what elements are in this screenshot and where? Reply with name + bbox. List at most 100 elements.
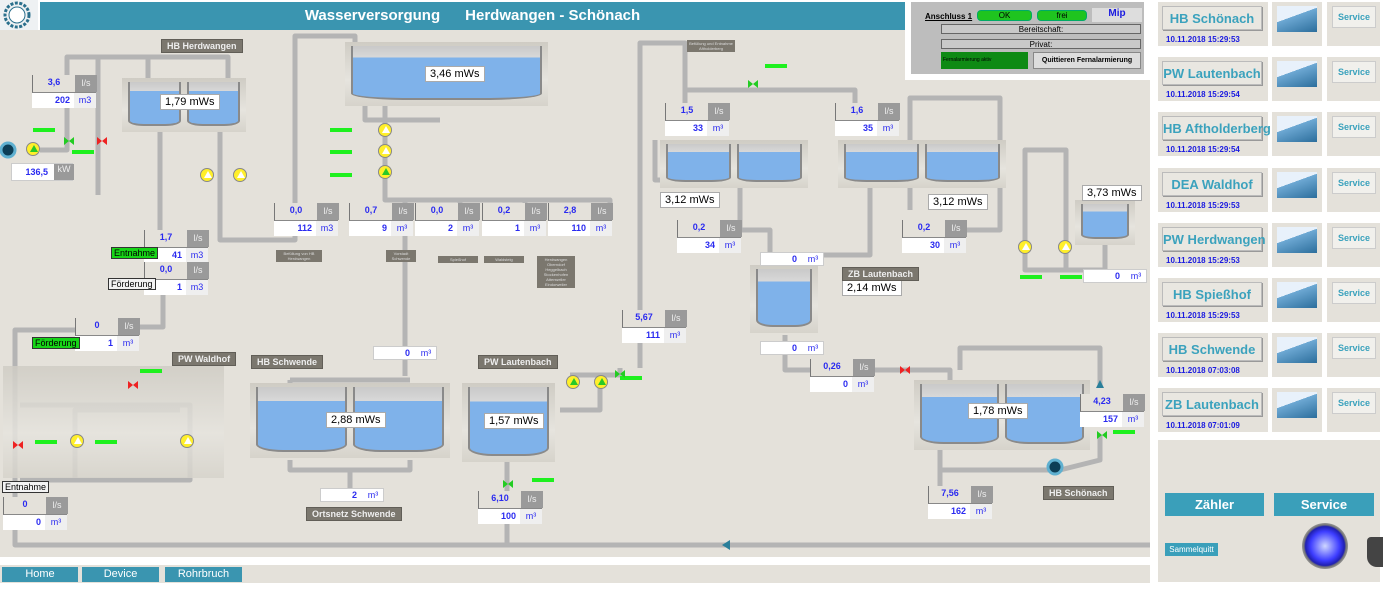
station-timestamp: 10.11.2018 15:29:54 bbox=[1166, 145, 1240, 155]
flow-rate-unit: l/s bbox=[118, 318, 140, 335]
station-cell: HB Schwende 10.11.2018 07:03:08 bbox=[1158, 333, 1268, 378]
flow-rate-value: 0,2 bbox=[917, 222, 931, 232]
trend-cell bbox=[1272, 278, 1322, 322]
pump-icon bbox=[594, 375, 608, 389]
nav-home[interactable]: Home bbox=[2, 567, 78, 582]
station-service-button[interactable]: Service bbox=[1332, 392, 1376, 415]
total-value: 157 bbox=[1102, 414, 1118, 424]
nav-device[interactable]: Device bbox=[82, 567, 159, 582]
tank-level: 3,46 mWs bbox=[425, 66, 485, 82]
pump-icon bbox=[200, 168, 214, 182]
station-button-6[interactable]: HB Schwende bbox=[1162, 337, 1262, 362]
status-indicator bbox=[330, 173, 352, 177]
station-button-4[interactable]: PW Herdwangen bbox=[1162, 226, 1266, 251]
trend-chart-icon[interactable] bbox=[1277, 61, 1317, 88]
flow-rate-unit: l/s bbox=[878, 103, 900, 120]
flow-rate-value: 0,7 bbox=[364, 205, 378, 215]
flow-rate-unit: l/s bbox=[521, 491, 543, 508]
sammelquitt-button[interactable]: Sammelquitt bbox=[1165, 543, 1218, 556]
valve-icon bbox=[128, 376, 138, 389]
station-service-button[interactable]: Service bbox=[1332, 116, 1376, 139]
status-indicator bbox=[1113, 430, 1135, 434]
station-button-2[interactable]: HB Aftholderberg bbox=[1162, 116, 1271, 141]
basin bbox=[925, 144, 1000, 182]
acknowledge-lamp-button[interactable] bbox=[1302, 523, 1348, 569]
station-service-button[interactable]: Service bbox=[1332, 226, 1376, 249]
trend-chart-icon[interactable] bbox=[1277, 116, 1317, 143]
flow-rate-unit: l/s bbox=[317, 203, 339, 220]
total-value: 1 bbox=[176, 282, 182, 292]
total-unit: m3 bbox=[74, 93, 96, 108]
service-button[interactable]: Service bbox=[1274, 493, 1374, 516]
station-button-0[interactable]: HB Schönach bbox=[1162, 6, 1262, 30]
total-value: 136,5 bbox=[25, 167, 48, 177]
pump-icon bbox=[378, 144, 392, 158]
basin bbox=[351, 46, 542, 100]
trend-cell bbox=[1272, 333, 1322, 378]
station-service-button[interactable]: Service bbox=[1332, 6, 1376, 28]
nav-rohrbruch[interactable]: Rohrbruch bbox=[165, 567, 242, 582]
ack-fernalarm-button[interactable]: Quittieren Fernalarmierung bbox=[1033, 52, 1141, 69]
total-value: 0 bbox=[791, 254, 797, 264]
tank-8 bbox=[914, 380, 1090, 450]
mip-button[interactable]: Mip bbox=[1092, 8, 1142, 22]
flow-rate-value: 0,0 bbox=[159, 264, 173, 274]
site-label: HB Herdwangen bbox=[161, 39, 243, 53]
station-timestamp: 10.11.2018 07:03:08 bbox=[1166, 366, 1240, 376]
total-value: 9 bbox=[381, 223, 387, 233]
station-button-3[interactable]: DEA Waldhof bbox=[1162, 171, 1262, 196]
total-unit: m³ bbox=[664, 328, 686, 343]
station-button-7[interactable]: ZB Lautenbach bbox=[1162, 392, 1262, 417]
trend-cell bbox=[1272, 112, 1322, 157]
flow-rate-value: 1,6 bbox=[850, 105, 864, 115]
zaehler-button[interactable]: Zähler bbox=[1165, 493, 1264, 516]
pump-icon bbox=[378, 165, 392, 179]
trend-chart-icon[interactable] bbox=[1277, 226, 1317, 253]
small-label: Spießhof bbox=[438, 256, 478, 263]
side-handle-icon[interactable] bbox=[1367, 537, 1383, 567]
station-service-button[interactable]: Service bbox=[1332, 171, 1376, 194]
trend-chart-icon[interactable] bbox=[1277, 392, 1317, 419]
total-unit: m³ bbox=[420, 348, 432, 358]
total-unit: m³ bbox=[1130, 271, 1142, 281]
trend-chart-icon[interactable] bbox=[1277, 337, 1317, 364]
site-label: ZB Lautenbach bbox=[842, 267, 920, 281]
status-indicator bbox=[33, 128, 55, 132]
trend-cell bbox=[1272, 2, 1322, 46]
station-service-button[interactable]: Service bbox=[1332, 282, 1376, 304]
station-service-button[interactable]: Service bbox=[1332, 61, 1376, 84]
trend-chart-icon[interactable] bbox=[1277, 282, 1317, 308]
station-button-1[interactable]: PW Lautenbach bbox=[1162, 61, 1262, 86]
total-unit: m³ bbox=[807, 343, 819, 353]
trend-chart-icon[interactable] bbox=[1277, 6, 1317, 32]
trend-chart-icon[interactable] bbox=[1277, 171, 1317, 198]
entnahme-state: Entnahme bbox=[2, 481, 50, 493]
flow-rate-unit: l/s bbox=[392, 203, 414, 220]
ok-indicator: OK bbox=[977, 10, 1032, 21]
station-service-button[interactable]: Service bbox=[1332, 337, 1376, 360]
station-button-5[interactable]: HB Spießhof bbox=[1162, 282, 1262, 306]
flow-rate-unit: l/s bbox=[665, 310, 687, 327]
total-unit: m³ bbox=[590, 221, 612, 236]
flow-rate-unit: l/s bbox=[853, 359, 875, 376]
station-timestamp: 10.11.2018 15:29:53 bbox=[1166, 255, 1240, 265]
tank-5 bbox=[750, 265, 818, 333]
service-cell: Service bbox=[1327, 112, 1380, 157]
